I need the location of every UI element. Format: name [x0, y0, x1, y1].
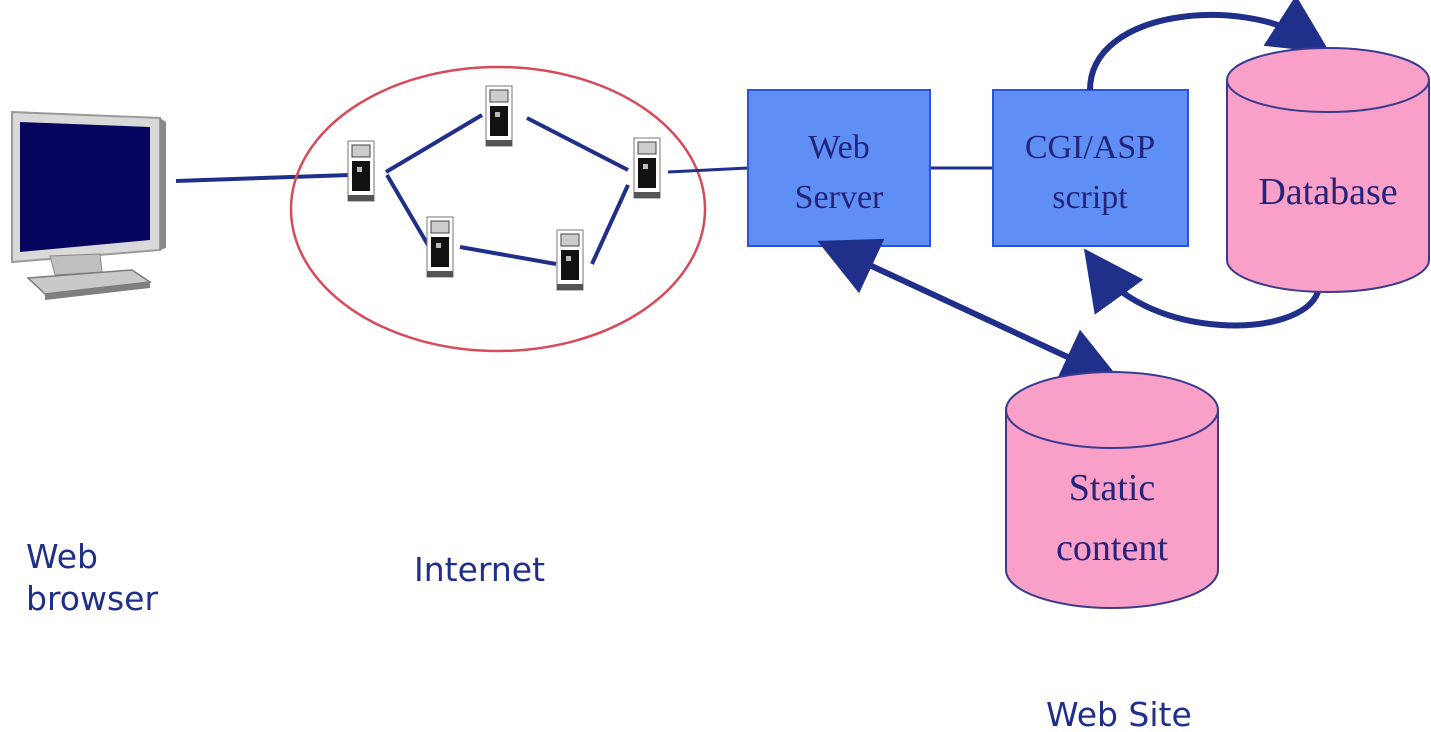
- web-browser-caption-line-2: browser: [26, 579, 159, 618]
- network-node-server-icon: [426, 216, 454, 278]
- internet-cloud-ellipse: [289, 65, 707, 353]
- static-content-cylinder: Static content: [1005, 371, 1219, 609]
- internet-webserver-link: [667, 166, 749, 174]
- web-server-label-line-1: Web: [808, 129, 869, 166]
- web-server-label-line-2: Server: [795, 179, 884, 216]
- web-browser-caption-line-1: Web: [26, 537, 98, 576]
- network-node-server-icon: [556, 229, 584, 291]
- internet-caption: Internet: [414, 550, 546, 589]
- web-site-caption: Web Site: [1046, 695, 1192, 732]
- static-content-label-line-1: Static: [1069, 467, 1156, 509]
- database-to-script-arrow: [1083, 248, 1321, 329]
- database-cylinder: Database: [1226, 47, 1430, 293]
- network-node-server-icon: [485, 85, 513, 147]
- script-label-line-2: script: [1052, 179, 1128, 216]
- computer-monitor-icon: [11, 110, 166, 300]
- web-browser-caption: Web browser: [26, 536, 158, 620]
- webserver-static-content-arrow: [817, 238, 1122, 385]
- network-node-server-icon: [633, 137, 661, 199]
- network-node-server-icon: [347, 140, 375, 202]
- static-content-label-line-2: content: [1056, 527, 1168, 569]
- script-to-database-arrow: [1087, 0, 1331, 91]
- internet-network-links: [384, 113, 630, 266]
- script-box: CGI/ASP script: [992, 89, 1189, 247]
- browser-internet-link: [175, 173, 351, 183]
- script-label-line-1: CGI/ASP: [1025, 129, 1155, 166]
- web-server-box: Web Server: [747, 89, 931, 247]
- database-label: Database: [1258, 171, 1397, 213]
